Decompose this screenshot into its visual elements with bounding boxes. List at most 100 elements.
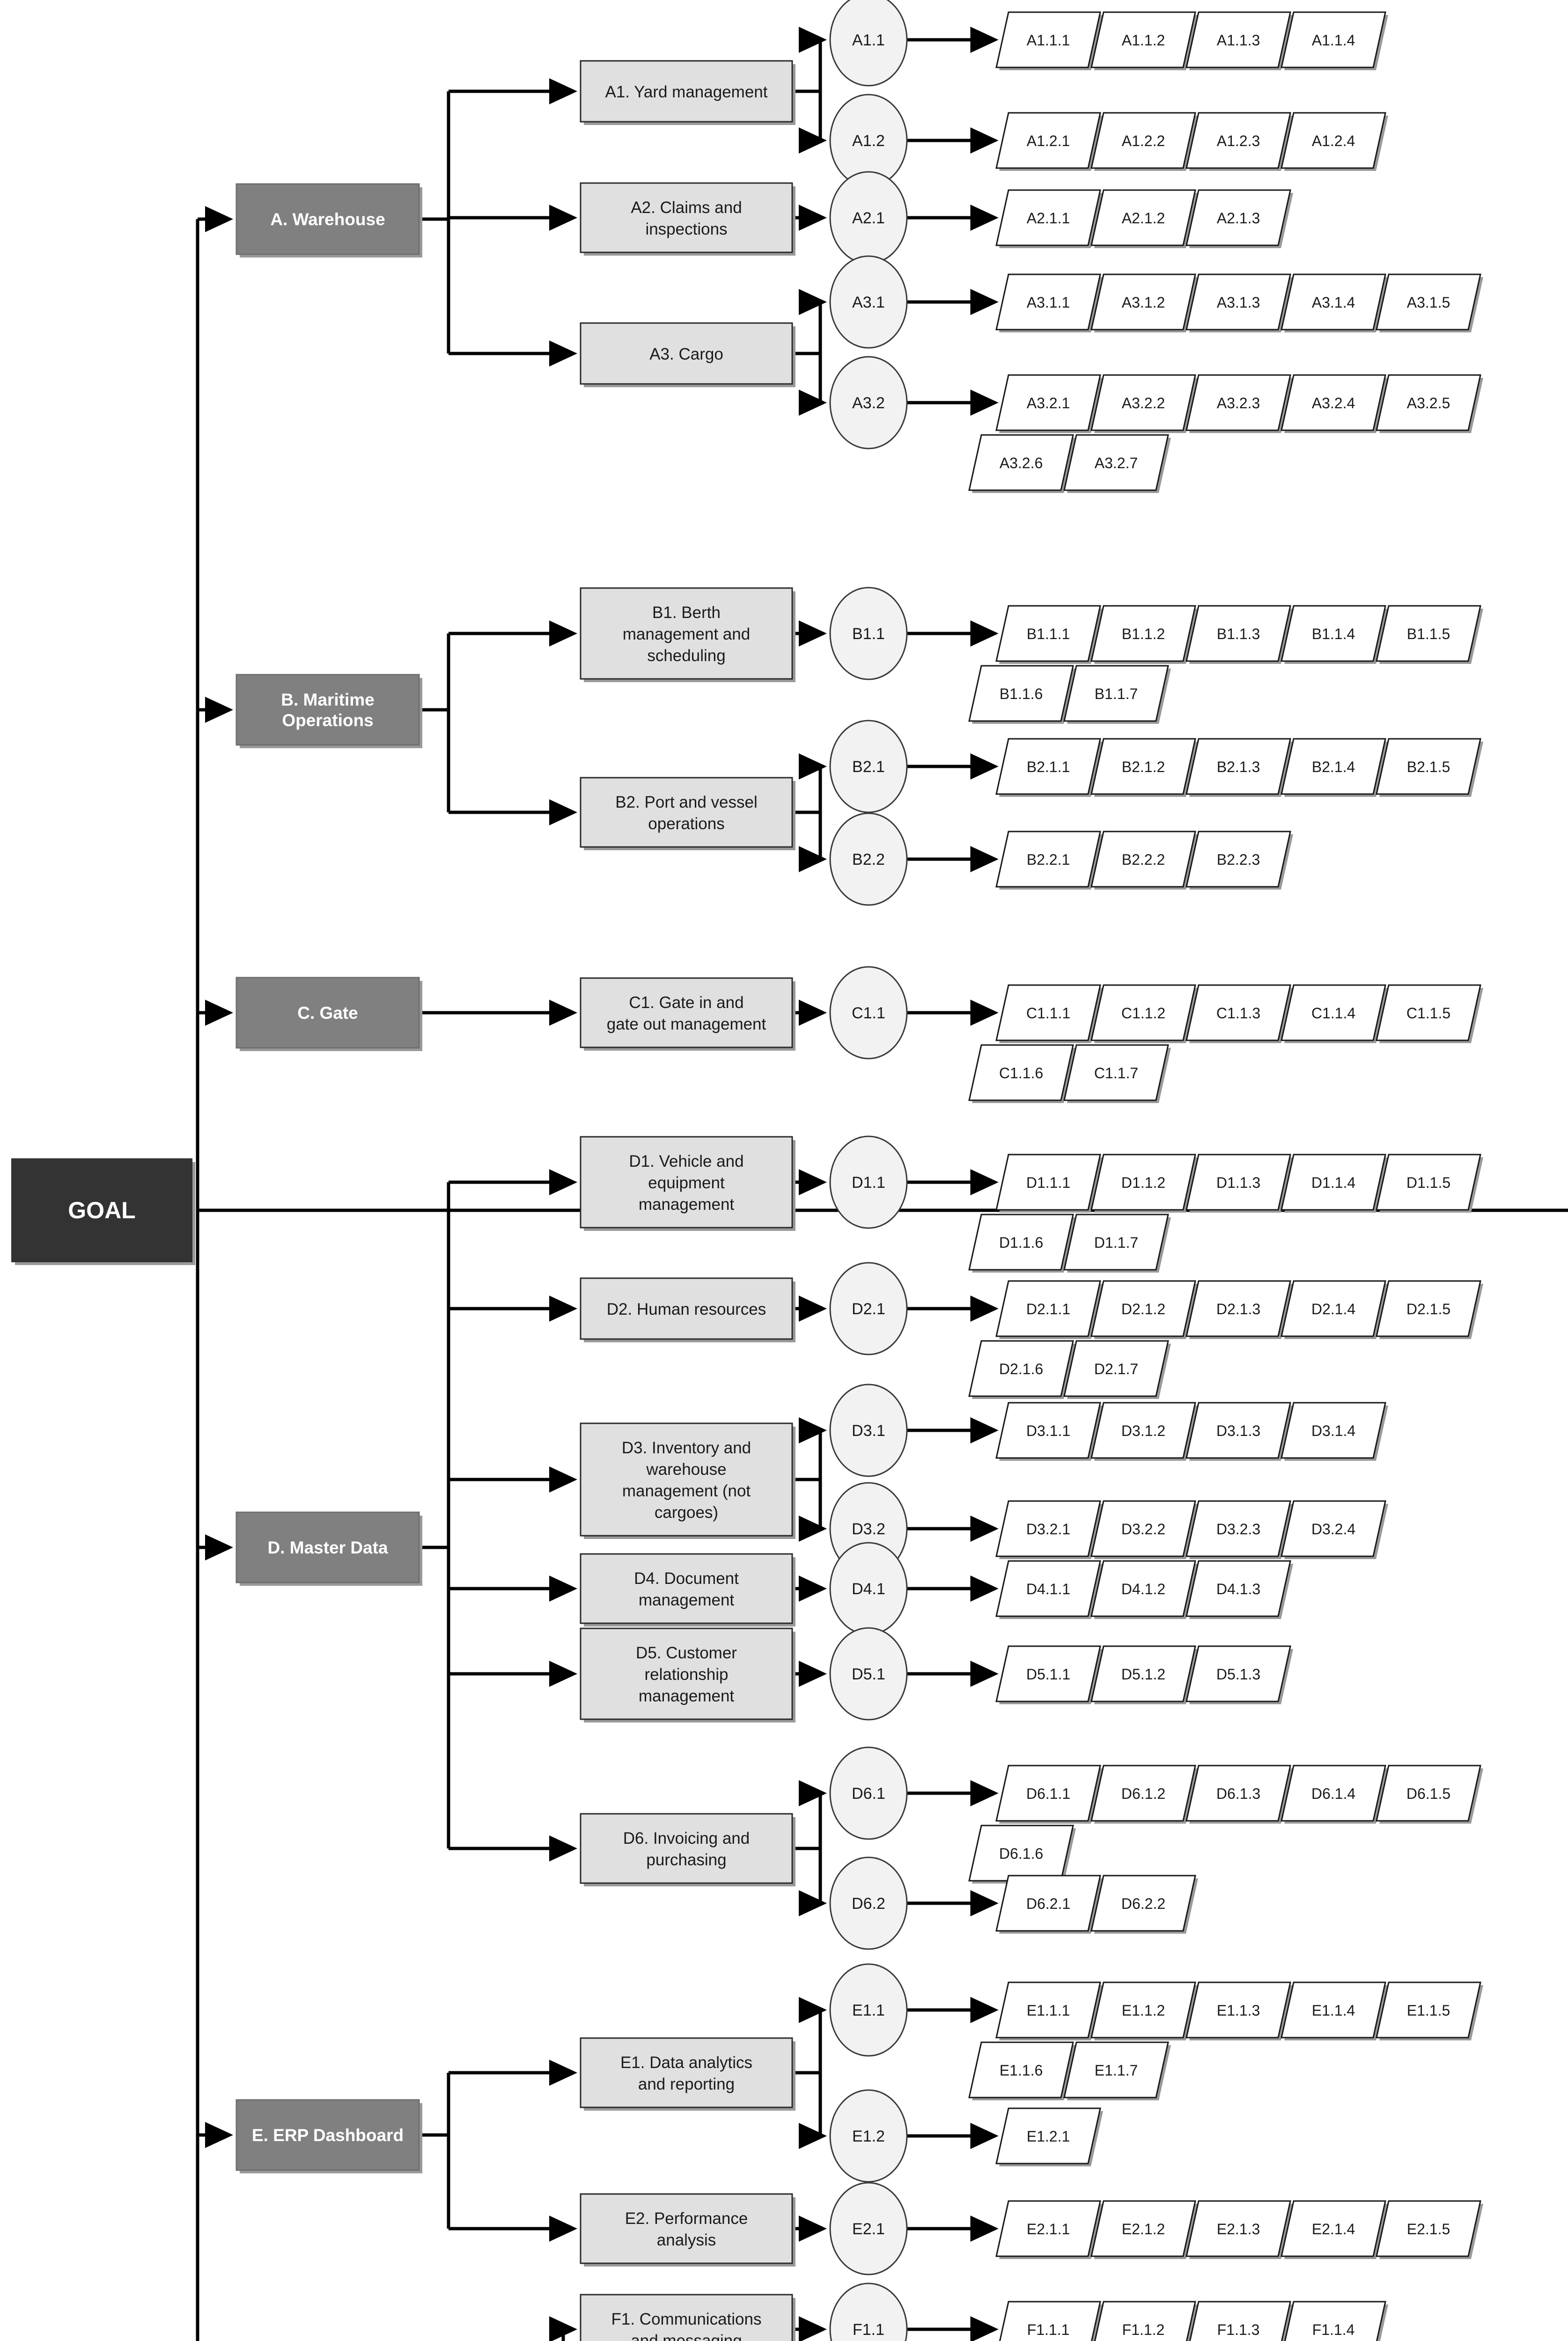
leaf-node[interactable]: D4.1.2 xyxy=(1090,1560,1198,1619)
leaf-node[interactable]: A3.2.7 xyxy=(1063,434,1171,493)
group-circle-a1-2[interactable]: A1.2 xyxy=(829,94,908,187)
leaf-node[interactable]: B2.1.5 xyxy=(1376,738,1483,797)
leaf-node[interactable]: D2.1.7 xyxy=(1063,1340,1171,1399)
leaf-node[interactable]: D6.1.1 xyxy=(995,1765,1103,1824)
leaf-node[interactable]: E1.2.1 xyxy=(995,2107,1103,2166)
leaf-node[interactable]: C1.1.4 xyxy=(1281,984,1388,1043)
leaf-node[interactable]: D3.1.4 xyxy=(1281,1402,1388,1461)
group-circle-d1-1[interactable]: D1.1 xyxy=(829,1135,908,1229)
leaf-node[interactable]: A3.1.4 xyxy=(1281,273,1388,332)
leaf-node[interactable]: A1.2.4 xyxy=(1281,112,1388,171)
leaf-node[interactable]: D2.1.5 xyxy=(1376,1280,1483,1339)
leaf-node[interactable]: A3.2.2 xyxy=(1090,374,1198,433)
leaf-node[interactable]: A1.1.3 xyxy=(1185,11,1293,70)
leaf-node[interactable]: B1.1.3 xyxy=(1185,605,1293,664)
leaf-node[interactable]: D3.2.3 xyxy=(1185,1500,1293,1559)
leaf-node[interactable]: E1.1.7 xyxy=(1063,2041,1171,2100)
leaf-node[interactable]: D3.2.4 xyxy=(1281,1500,1388,1559)
leaf-node[interactable]: E2.1.4 xyxy=(1281,2200,1388,2259)
leaf-node[interactable]: B2.1.1 xyxy=(995,738,1103,797)
leaf-node[interactable]: A3.2.6 xyxy=(968,434,1076,493)
level2-node-a1[interactable]: A1. Yard management xyxy=(580,60,795,125)
level1-node-d[interactable]: D. Master Data xyxy=(236,1511,422,1586)
leaf-node[interactable]: B2.1.4 xyxy=(1281,738,1388,797)
leaf-node[interactable]: E1.1.4 xyxy=(1281,1981,1388,2040)
leaf-node[interactable]: B2.2.2 xyxy=(1090,831,1198,890)
group-circle-b1-1[interactable]: B1.1 xyxy=(829,587,908,680)
leaf-node[interactable]: D6.2.2 xyxy=(1090,1875,1198,1934)
group-circle-a2-1[interactable]: A2.1 xyxy=(829,171,908,265)
leaf-node[interactable]: D4.1.1 xyxy=(995,1560,1103,1619)
leaf-node[interactable]: D1.1.7 xyxy=(1063,1214,1171,1273)
leaf-node[interactable]: B1.1.5 xyxy=(1376,605,1483,664)
leaf-node[interactable]: F1.1.2 xyxy=(1091,2301,1198,2341)
leaf-node[interactable]: A1.1.2 xyxy=(1090,11,1198,70)
leaf-node[interactable]: D3.1.2 xyxy=(1090,1402,1198,1461)
leaf-node[interactable]: A3.1.3 xyxy=(1185,273,1293,332)
leaf-node[interactable]: A1.2.2 xyxy=(1090,112,1198,171)
leaf-node[interactable]: A1.2.1 xyxy=(995,112,1103,171)
leaf-node[interactable]: D5.1.2 xyxy=(1090,1645,1198,1704)
leaf-node[interactable]: D3.2.2 xyxy=(1090,1500,1198,1559)
leaf-node[interactable]: C1.1.3 xyxy=(1185,984,1293,1043)
leaf-node[interactable]: D6.1.3 xyxy=(1185,1765,1293,1824)
leaf-node[interactable]: A3.1.2 xyxy=(1090,273,1198,332)
leaf-node[interactable]: B1.1.7 xyxy=(1063,665,1171,724)
leaf-node[interactable]: D5.1.1 xyxy=(995,1645,1103,1704)
leaf-node[interactable]: D2.1.6 xyxy=(968,1340,1076,1399)
leaf-node[interactable]: A3.2.1 xyxy=(995,374,1103,433)
leaf-node[interactable]: D4.1.3 xyxy=(1185,1560,1293,1619)
leaf-node[interactable]: B2.1.3 xyxy=(1185,738,1293,797)
leaf-node[interactable]: A3.2.5 xyxy=(1376,374,1483,433)
leaf-node[interactable]: C1.1.6 xyxy=(968,1044,1076,1103)
leaf-node[interactable]: E1.1.5 xyxy=(1376,1981,1483,2040)
leaf-node[interactable]: B2.2.1 xyxy=(995,831,1103,890)
group-circle-d6-2[interactable]: D6.2 xyxy=(829,1856,908,1950)
leaf-node[interactable]: A2.1.1 xyxy=(995,189,1103,248)
leaf-node[interactable]: E1.1.2 xyxy=(1090,1981,1198,2040)
leaf-node[interactable]: A3.2.4 xyxy=(1281,374,1388,433)
leaf-node[interactable]: F1.1.3 xyxy=(1186,2301,1293,2341)
leaf-node[interactable]: D3.1.3 xyxy=(1185,1402,1293,1461)
leaf-node[interactable]: D6.1.5 xyxy=(1376,1765,1483,1824)
leaf-node[interactable]: A3.1.5 xyxy=(1376,273,1483,332)
group-circle-b2-2[interactable]: B2.2 xyxy=(829,812,908,906)
group-circle-d2-1[interactable]: D2.1 xyxy=(829,1262,908,1355)
leaf-node[interactable]: D2.1.4 xyxy=(1281,1280,1388,1339)
leaf-node[interactable]: E1.1.6 xyxy=(968,2041,1076,2100)
group-circle-f1-1[interactable]: F1.1 xyxy=(829,2282,908,2341)
leaf-node[interactable]: D2.1.3 xyxy=(1185,1280,1293,1339)
leaf-node[interactable]: E2.1.3 xyxy=(1185,2200,1293,2259)
leaf-node[interactable]: E1.1.3 xyxy=(1185,1981,1293,2040)
leaf-node[interactable]: E1.1.1 xyxy=(995,1981,1103,2040)
leaf-node[interactable]: D2.1.2 xyxy=(1090,1280,1198,1339)
group-circle-e1-1[interactable]: E1.1 xyxy=(829,1963,908,2057)
leaf-node[interactable]: D5.1.3 xyxy=(1185,1645,1293,1704)
leaf-node[interactable]: D6.2.1 xyxy=(995,1875,1103,1934)
leaf-node[interactable]: C1.1.2 xyxy=(1090,984,1198,1043)
leaf-node[interactable]: A3.1.1 xyxy=(995,273,1103,332)
group-circle-d3-1[interactable]: D3.1 xyxy=(829,1384,908,1477)
level1-node-a[interactable]: A. Warehouse xyxy=(236,183,422,258)
group-circle-d6-1[interactable]: D6.1 xyxy=(829,1746,908,1840)
leaf-node[interactable]: E2.1.2 xyxy=(1090,2200,1198,2259)
group-circle-e2-1[interactable]: E2.1 xyxy=(829,2182,908,2275)
leaf-node[interactable]: B1.1.4 xyxy=(1281,605,1388,664)
leaf-node[interactable]: D6.1.6 xyxy=(968,1825,1076,1884)
leaf-node[interactable]: A2.1.3 xyxy=(1185,189,1293,248)
leaf-node[interactable]: D3.1.1 xyxy=(995,1402,1103,1461)
leaf-node[interactable]: B1.1.1 xyxy=(995,605,1103,664)
leaf-node[interactable]: D6.1.4 xyxy=(1281,1765,1388,1824)
group-circle-e1-2[interactable]: E1.2 xyxy=(829,2089,908,2183)
leaf-node[interactable]: A1.1.1 xyxy=(995,11,1103,70)
